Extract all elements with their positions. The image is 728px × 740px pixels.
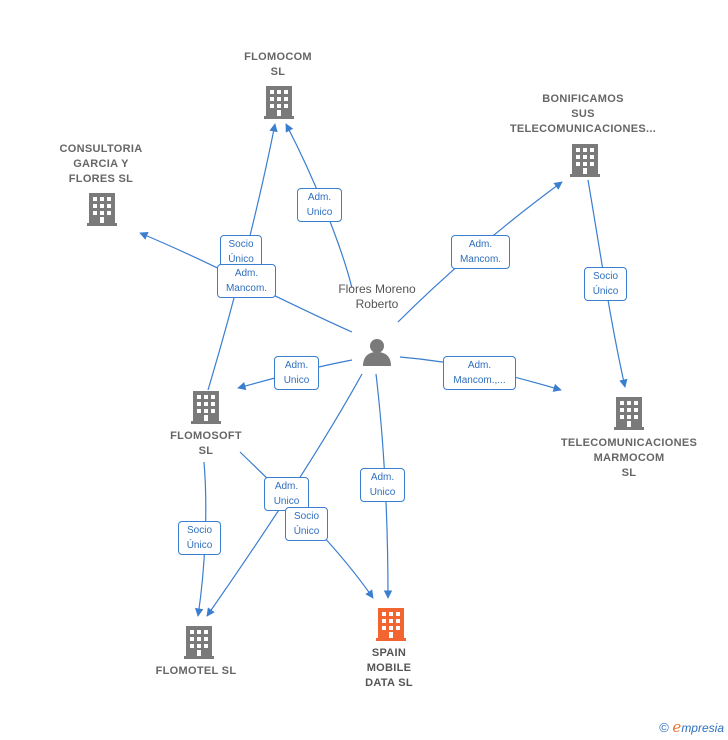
edge-label-bonificamos-telecom: Socio Único bbox=[584, 267, 627, 301]
brand-logo-initial: e bbox=[672, 718, 682, 736]
edge-label-person-consultoria: Adm. Mancom. bbox=[217, 264, 276, 298]
edge-label-person-spain: Adm. Unico bbox=[360, 468, 405, 502]
footer-brand[interactable]: © empresia bbox=[659, 718, 724, 736]
building-icon-consultoria bbox=[87, 193, 117, 226]
person-icon bbox=[363, 339, 391, 366]
company-label-flomosoft[interactable]: FLOMOSOFT SL bbox=[170, 430, 242, 457]
edge-label-person-bonificamos: Adm. Mancom. bbox=[451, 235, 510, 269]
edge-label-flomosoft-spain: Socio Único bbox=[285, 507, 328, 541]
company-label-flomocom[interactable]: FLOMOCOM SL bbox=[244, 51, 312, 78]
building-icon-flomocom bbox=[264, 86, 294, 119]
company-label-bonificamos[interactable]: BONIFICAMOS SUS TELECOMUNICACIONES... bbox=[509, 93, 657, 135]
edge-label-person-flomosoft: Adm. Unico bbox=[274, 356, 319, 390]
brand-logo-text: mpresia bbox=[681, 721, 724, 735]
building-icon-spain-mobile bbox=[376, 608, 406, 641]
company-label-consultoria[interactable]: CONSULTORIA GARCIA Y FLORES SL bbox=[59, 143, 143, 185]
building-icon-telecom-marmocom bbox=[614, 397, 644, 430]
copyright-symbol: © bbox=[659, 720, 669, 735]
building-icon-flomotel bbox=[184, 626, 214, 659]
edge-label-flomosoft-flomotel: Socio Único bbox=[178, 521, 221, 555]
edge-label-person-telecom: Adm. Mancom.,... bbox=[443, 356, 516, 390]
edge-label-person-flomotel: Adm. Unico bbox=[264, 477, 309, 511]
edge-label-person-flomocom: Adm. Unico bbox=[297, 188, 342, 222]
building-icon-flomosoft bbox=[191, 391, 221, 424]
company-label-telecom-marmocom[interactable]: TELECOMUNICACIONES MARMOCOM SL bbox=[560, 437, 698, 479]
company-label-flomotel[interactable]: FLOMOTEL SL bbox=[155, 665, 237, 677]
building-icon-bonificamos bbox=[570, 144, 600, 177]
company-label-spain-mobile[interactable]: SPAIN MOBILE DATA SL bbox=[365, 647, 413, 689]
person-label[interactable]: Flores Moreno Roberto bbox=[338, 282, 416, 311]
